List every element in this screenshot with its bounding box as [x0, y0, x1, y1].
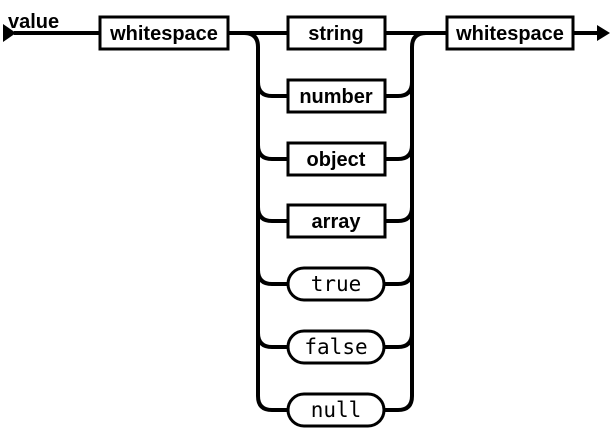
branch-object: object: [286, 141, 387, 177]
branch-array-box: [286, 203, 387, 239]
whitespace-left-box: [98, 15, 230, 51]
branch-array-label: array: [312, 211, 362, 233]
branch-string-box: [286, 15, 387, 51]
branch-string: string: [286, 15, 387, 51]
branch-object-box: [286, 141, 387, 177]
branch-string-label: string: [308, 23, 364, 45]
end-arrow-icon: [597, 25, 610, 41]
branch-false-label: false: [304, 335, 367, 359]
branch-null-label: null: [311, 398, 362, 422]
node-whitespace-right: whitespace: [445, 15, 575, 51]
node-whitespace-left: whitespace: [98, 15, 230, 51]
whitespace-right-label: whitespace: [455, 23, 564, 45]
branch-null-pill: [286, 392, 386, 428]
branch-true-pill: [286, 266, 386, 302]
branch-false: false: [286, 329, 386, 365]
rail-left-branches: [256, 81, 288, 349]
whitespace-right-box: [445, 15, 575, 51]
branch-true: true: [286, 266, 386, 302]
branch-null: null: [286, 392, 386, 428]
branch-object-label: object: [307, 149, 366, 171]
branch-number-box: [286, 78, 387, 114]
branch-array: array: [286, 203, 387, 239]
branch-number-label: number: [299, 86, 373, 108]
branch-true-label: true: [311, 272, 362, 296]
rail-right-branches: [385, 81, 414, 349]
branch-false-pill: [286, 329, 386, 365]
branch-number: number: [286, 78, 387, 114]
rule-name-label: value: [8, 11, 59, 33]
whitespace-left-label: whitespace: [109, 23, 218, 45]
start-arrow-icon: [3, 24, 16, 42]
rail-left-vertical: [243, 31, 288, 412]
